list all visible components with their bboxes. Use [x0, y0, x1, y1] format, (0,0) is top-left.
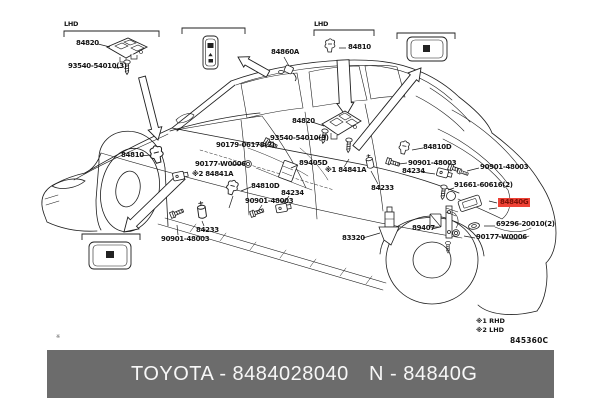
- screw-icon: [344, 137, 353, 154]
- screw-icon: [438, 184, 448, 201]
- part-icons: [123, 38, 482, 254]
- arrow-down-center: [335, 59, 355, 117]
- car-body-outline: [41, 59, 557, 315]
- sensor-icon: [274, 202, 292, 214]
- callout-brackets: [63, 27, 456, 240]
- bolt-icon: [456, 167, 470, 178]
- arrow-front-door: [138, 75, 163, 141]
- master-switch-icon-topleft: [105, 37, 149, 63]
- leader-lines: [97, 43, 498, 239]
- screw-icon: [123, 59, 131, 75]
- door-switch-icon-vertical: [202, 35, 219, 70]
- fuel-sender-83320-icon: [378, 206, 400, 246]
- relay-89405D-icon: [278, 160, 298, 182]
- bracket-top-right: [396, 32, 456, 39]
- fuel-lid-switch-icon: [88, 241, 132, 270]
- clip-icon: [224, 178, 240, 197]
- sensor-84860A-icon: [278, 64, 297, 82]
- bracket-mid-left: [181, 27, 246, 34]
- arrow-lower-left: [123, 172, 186, 233]
- bracket-bottom-left: [81, 233, 141, 240]
- footer-part-number: TOYOTA - 8484028040: [131, 363, 349, 385]
- master-switch-icon-center: [321, 110, 362, 140]
- arrow-up-left: [237, 56, 271, 78]
- arrow-up-right: [352, 67, 422, 152]
- switch-icons: [88, 35, 448, 270]
- nut-icon: [452, 229, 460, 237]
- sensor-icon: [171, 169, 190, 182]
- nozzle-icon: [196, 200, 208, 220]
- screw-icon: [319, 128, 329, 145]
- trunk-opener-switch-icon: [406, 36, 448, 62]
- clip-icon: [147, 143, 166, 165]
- bracket-lhd-left: [63, 30, 160, 37]
- bracket-lhd-mid: [313, 29, 375, 36]
- direction-arrows: [123, 56, 422, 233]
- footer-bar: TOYOTA - 8484028040 N - 84840G: [47, 350, 554, 398]
- bolt-icon: [168, 206, 185, 220]
- nut-icon: [244, 160, 252, 168]
- clip-icon: [397, 139, 411, 156]
- grommet-icon: [467, 221, 481, 231]
- footer-catalog-code: N - 84840G: [369, 363, 478, 385]
- switch-84840-icon: [445, 191, 482, 217]
- clip-icon: [324, 38, 336, 53]
- bolt-icon: [385, 156, 401, 169]
- bracket-89407-icon: [429, 205, 459, 254]
- bolt-icon: [262, 136, 279, 151]
- nozzle-icon: [364, 153, 375, 170]
